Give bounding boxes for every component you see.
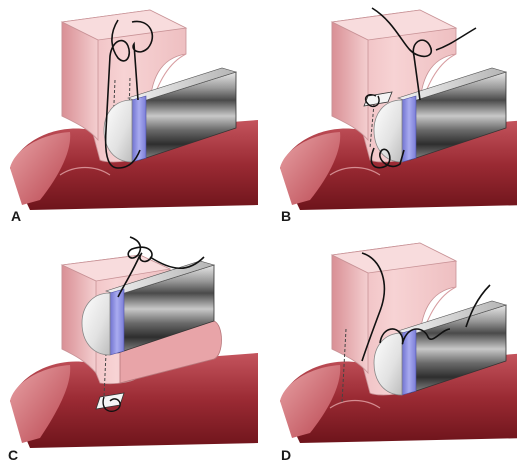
panel-a: A	[0, 0, 258, 233]
panel-b: B	[270, 0, 517, 233]
panel-label: C	[8, 448, 18, 462]
panel-c-illustration	[0, 233, 258, 466]
panel-label: D	[281, 448, 291, 462]
panel-d-illustration	[270, 233, 517, 466]
suture-knot	[128, 237, 152, 261]
panel-label: B	[281, 209, 291, 223]
panel-b-illustration	[270, 0, 517, 233]
panel-a-illustration	[0, 0, 258, 233]
panel-label: A	[11, 209, 21, 223]
panel-d: D	[270, 233, 517, 466]
panel-c: C	[0, 233, 258, 466]
